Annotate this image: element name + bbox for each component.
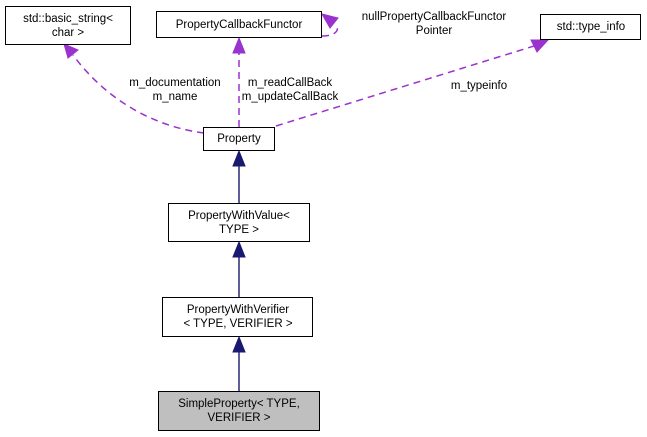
simple-property-label-line1: SimpleProperty< TYPE, (178, 398, 300, 410)
edge-property-with-verifier-inherits-property-with-value (232, 240, 246, 297)
edge-property-to-basic-string-line (72, 54, 205, 134)
edge-callback-functor-self: nullPropertyCallbackFunctor Pointer (320, 11, 507, 37)
edge-property-to-callback-functor: m_readCallBack m_updateCallBack (232, 36, 339, 127)
edge-property-to-basic-string: m_documentation m_name (63, 43, 221, 134)
std-type-info-label: std::type_info (557, 21, 625, 33)
edge-property-to-callback-functor-arrowhead (232, 36, 246, 54)
property-with-verifier-label-line1: PropertyWithVerifier (187, 304, 289, 316)
edge-label-m-update-callback: m_updateCallBack (242, 91, 339, 103)
property-with-value-label-line2: TYPE > (219, 224, 259, 236)
edge-property-to-type-info-arrowhead (530, 39, 550, 53)
edge-simple-property-inherits-property-with-verifier (232, 335, 246, 391)
edge-property-to-basic-string-arrowhead (63, 43, 79, 59)
edge-pwv-property-arrowhead (232, 149, 246, 167)
std-type-info-node-box[interactable] (540, 14, 641, 40)
edge-label-m-read-callback: m_readCallBack (248, 77, 333, 89)
simple-property-node-box[interactable] (158, 391, 320, 431)
std-type-info-node[interactable]: std::type_info (540, 14, 641, 40)
std-basic-string-label-line1: std::basic_string< (23, 13, 113, 25)
property-with-verifier-label-line2: < TYPE, VERIFIER > (183, 318, 292, 330)
simple-property-node[interactable]: SimpleProperty< TYPE, VERIFIER > (158, 391, 320, 431)
property-label: Property (217, 133, 261, 145)
property-with-verifier-node[interactable]: PropertyWithVerifier < TYPE, VERIFIER > (162, 297, 313, 337)
property-with-value-label-line1: PropertyWithValue< (188, 210, 290, 222)
property-callback-functor-node-box[interactable] (156, 11, 322, 38)
edge-callback-functor-self-arrowhead (320, 13, 339, 29)
property-with-value-node[interactable]: PropertyWithValue< TYPE > (168, 203, 310, 242)
property-node-box[interactable] (203, 127, 275, 151)
edge-property-with-value-inherits-property (232, 149, 246, 203)
edge-property-to-type-info-line (275, 45, 535, 127)
edge-property-to-type-info: m_typeinfo (275, 39, 550, 127)
property-callback-functor-node[interactable]: PropertyCallbackFunctor (156, 11, 322, 38)
edge-callback-functor-self-line (321, 23, 339, 37)
property-with-value-node-box[interactable] (168, 203, 310, 242)
property-node[interactable]: Property (203, 127, 275, 151)
property-callback-functor-label: PropertyCallbackFunctor (176, 19, 303, 31)
std-basic-string-node-box[interactable] (5, 6, 131, 45)
edge-label-m-documentation: m_documentation (129, 77, 220, 89)
edge-sp-pwver-arrowhead (232, 335, 246, 353)
edge-label-pointer: Pointer (416, 25, 453, 37)
std-basic-string-label-line2: char > (52, 27, 85, 39)
std-basic-string-node[interactable]: std::basic_string< char > (5, 6, 131, 45)
edge-label-m-name: m_name (153, 91, 198, 103)
edge-label-m-typeinfo: m_typeinfo (451, 80, 507, 92)
edge-pwver-pwv-arrowhead (232, 240, 246, 258)
property-with-verifier-node-box[interactable] (162, 297, 313, 337)
edge-label-null-property-callback-functor: nullPropertyCallbackFunctor (362, 11, 507, 23)
simple-property-label-line2: VERIFIER > (208, 412, 271, 424)
